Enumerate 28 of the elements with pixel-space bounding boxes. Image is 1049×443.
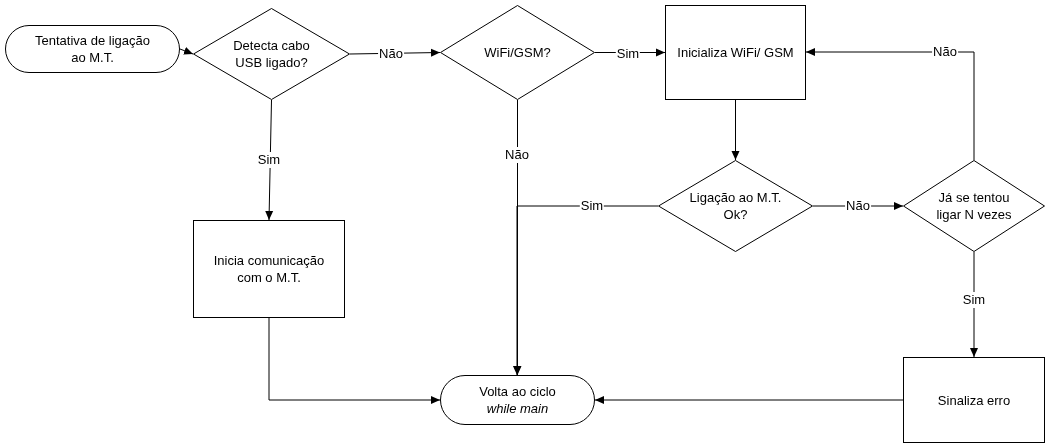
process-box	[903, 357, 1045, 443]
node-text: Tentativa de ligação ao M.T.	[34, 32, 151, 66]
process-box	[665, 5, 806, 100]
node-text: Sinaliza erro	[937, 391, 1011, 409]
arrow	[268, 317, 441, 404]
decision-diamond	[903, 160, 1045, 252]
edge-label: Não	[504, 147, 530, 163]
arrow	[594, 396, 904, 404]
arrow	[805, 48, 975, 161]
edge-label: Sim	[961, 292, 987, 308]
node-text: Volta ao ciclo while main	[478, 383, 557, 417]
terminal-shape	[5, 25, 180, 73]
process-box	[193, 220, 345, 318]
edge-label: Sim	[256, 152, 282, 168]
terminal-shape	[440, 375, 595, 425]
arrow	[265, 99, 274, 221]
decision-diamond	[193, 8, 350, 100]
arrow	[179, 47, 194, 55]
decision-diamond	[658, 160, 813, 252]
node-text: WiFi/GSM?	[484, 44, 551, 61]
decision-diamond	[440, 5, 595, 100]
node-text: Inicializa WiFi/ GSM	[677, 44, 794, 61]
node-text: Detecta cabo USB ligado?	[232, 37, 311, 71]
arrow	[731, 99, 740, 161]
node-text: Já se tentou ligar N vezes	[935, 189, 1013, 223]
node-text: Inicia comunicação com o M.T.	[212, 252, 326, 286]
node-text: Ligação ao M.T. Ok?	[688, 189, 783, 223]
arrow	[513, 205, 659, 376]
